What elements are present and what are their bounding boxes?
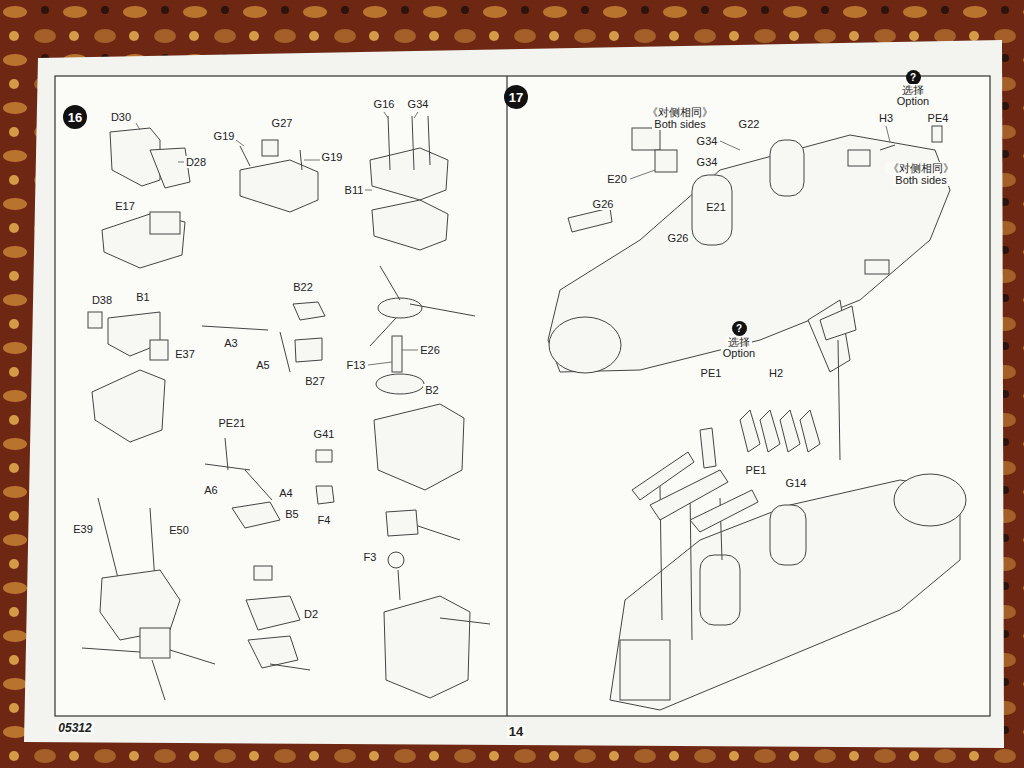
part-label: B2 bbox=[423, 384, 440, 396]
part-label: 《对侧相同》 bbox=[886, 162, 956, 174]
panel-divider bbox=[506, 76, 507, 716]
part-label: D28 bbox=[184, 156, 208, 168]
part-label: PE4 bbox=[926, 112, 951, 124]
part-label: Both sides bbox=[652, 118, 707, 130]
part-label: F3 bbox=[362, 551, 379, 563]
part-label: G19 bbox=[320, 151, 345, 163]
step16-parts bbox=[82, 116, 490, 700]
part-label: E37 bbox=[173, 348, 197, 360]
part-label: D30 bbox=[109, 111, 133, 123]
part-label: B11 bbox=[343, 184, 366, 196]
step-number-circle: 16 bbox=[63, 105, 87, 129]
part-label: 《对侧相同》 bbox=[645, 106, 715, 118]
part-label: Option bbox=[895, 95, 931, 107]
part-label: E21 bbox=[704, 201, 728, 213]
part-label: G41 bbox=[312, 428, 337, 440]
part-label: Option bbox=[721, 347, 757, 359]
part-label: D2 bbox=[302, 608, 320, 620]
part-label: G26 bbox=[591, 198, 616, 210]
part-label: H3 bbox=[877, 112, 895, 124]
part-label: E26 bbox=[418, 344, 442, 356]
part-label: G22 bbox=[737, 118, 762, 130]
part-label: PE1 bbox=[744, 464, 769, 476]
part-label: E50 bbox=[167, 524, 191, 536]
part-label: G16 bbox=[372, 98, 397, 110]
step-number-text: ? bbox=[910, 72, 916, 83]
part-label: G19 bbox=[212, 130, 237, 142]
part-label: G34 bbox=[695, 135, 720, 147]
part-label: Both sides bbox=[893, 174, 948, 186]
paper-sheet bbox=[24, 40, 1004, 748]
part-label: E39 bbox=[71, 523, 95, 535]
page-number: 14 bbox=[507, 726, 525, 738]
step-number-text: 16 bbox=[68, 110, 82, 125]
part-label: B1 bbox=[134, 291, 151, 303]
part-label: E20 bbox=[605, 173, 629, 185]
part-label: H2 bbox=[767, 367, 785, 379]
part-label: F4 bbox=[316, 514, 333, 526]
part-label: G27 bbox=[270, 117, 295, 129]
part-label: B27 bbox=[303, 375, 327, 387]
kit-number: 05312 bbox=[56, 722, 93, 734]
part-label: A5 bbox=[254, 359, 271, 371]
part-label: F13 bbox=[345, 359, 368, 371]
step17-ship-hull bbox=[548, 126, 966, 710]
part-label: G26 bbox=[666, 232, 691, 244]
part-label: D38 bbox=[90, 294, 114, 306]
part-label: G14 bbox=[784, 477, 809, 489]
leader-lines bbox=[136, 112, 890, 365]
option-question-circle: ? bbox=[906, 70, 921, 85]
part-label: G34 bbox=[695, 156, 720, 168]
step-number-text: 17 bbox=[509, 90, 523, 105]
step-number-text: ? bbox=[736, 323, 742, 334]
option-question-circle: ? bbox=[732, 321, 747, 336]
part-label: E17 bbox=[113, 200, 137, 212]
page-frame bbox=[55, 76, 990, 716]
step-number-circle: 17 bbox=[504, 85, 528, 109]
part-label: B5 bbox=[283, 508, 300, 520]
part-label: G34 bbox=[406, 98, 431, 110]
part-label: A6 bbox=[202, 484, 219, 496]
part-label: B22 bbox=[291, 281, 315, 293]
part-label: A4 bbox=[277, 487, 294, 499]
part-label: PE1 bbox=[699, 367, 724, 379]
part-label: A3 bbox=[222, 337, 239, 349]
part-label: PE21 bbox=[217, 417, 248, 429]
